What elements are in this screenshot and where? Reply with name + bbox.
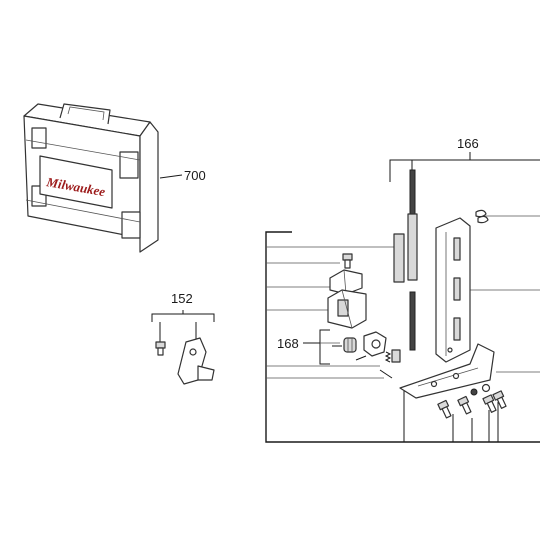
carry-case: Milwaukee	[23, 103, 159, 253]
adjusting-knob	[343, 337, 357, 353]
base-foot	[399, 343, 495, 399]
clamp-head	[329, 269, 363, 295]
rod-insert	[407, 213, 418, 281]
screw-set	[437, 383, 507, 419]
swivel-bracket	[177, 337, 215, 385]
pin-set	[355, 349, 401, 379]
callout-line-700	[159, 174, 183, 179]
assembly-frame	[265, 231, 540, 443]
callout-152: 152	[171, 291, 193, 306]
short-bar	[393, 233, 405, 283]
spring	[384, 351, 392, 363]
clamp-body	[327, 289, 367, 329]
callout-bracket-166	[389, 152, 540, 182]
callout-166: 166	[457, 136, 479, 151]
spring-clips	[475, 209, 489, 224]
vertical-rail	[435, 217, 471, 363]
top-screw	[342, 253, 353, 269]
callout-700: 700	[184, 168, 206, 183]
small-screw	[155, 341, 166, 356]
leader-lines	[266, 215, 540, 379]
callout-168: 168	[277, 336, 299, 351]
clamp-lever	[363, 331, 387, 357]
callout-bracket-152	[151, 310, 215, 342]
callout-bracket-168	[303, 329, 340, 365]
